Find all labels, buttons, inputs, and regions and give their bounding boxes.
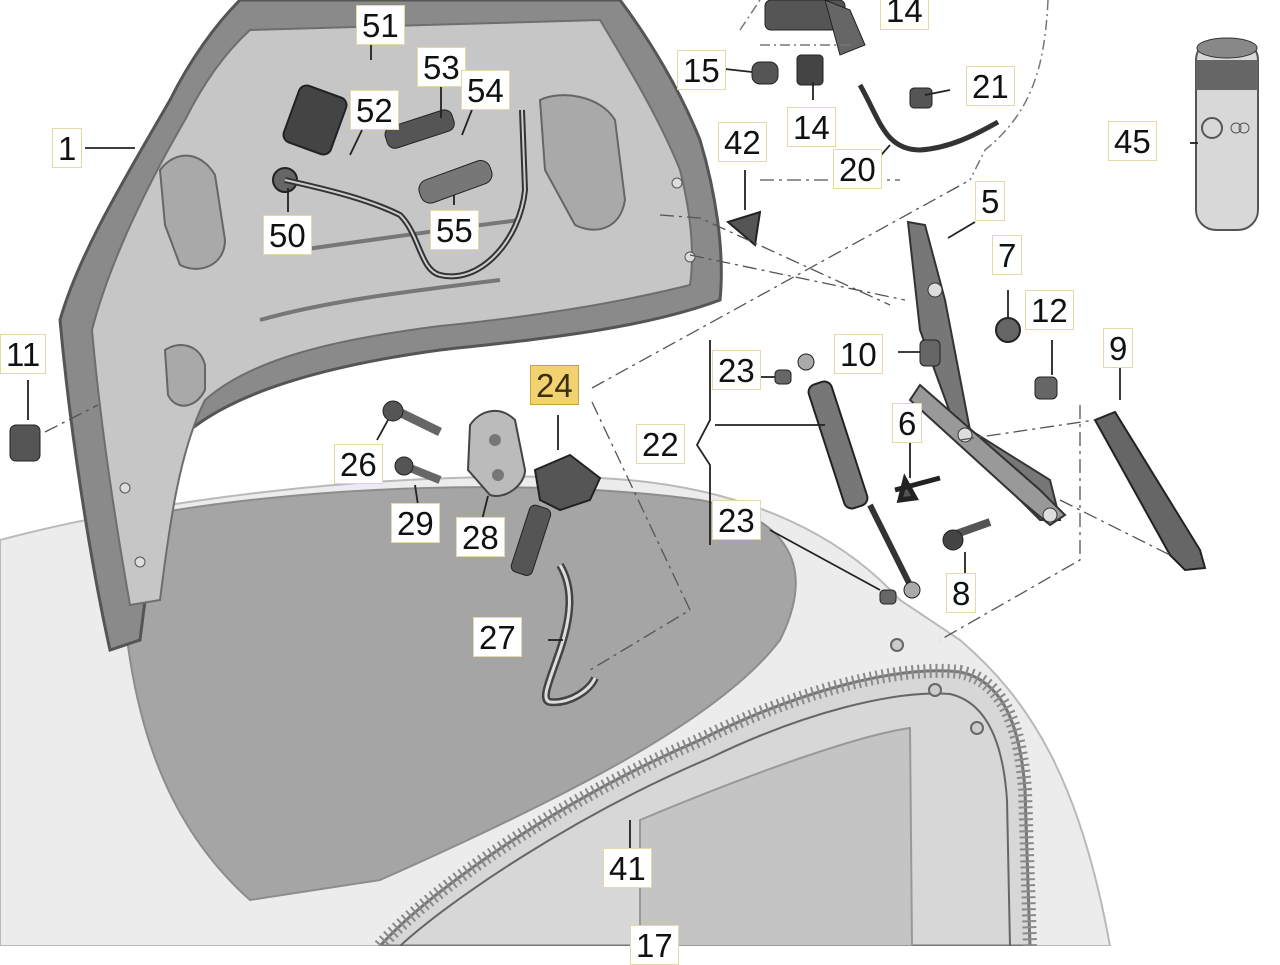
- callout-label-27[interactable]: 27: [473, 617, 522, 657]
- gas-strut-end: [903, 581, 921, 599]
- release-cable-core: [284, 109, 527, 278]
- latch-trim-strip: [384, 109, 455, 149]
- strut-clip-23: [879, 589, 897, 605]
- trunk-inner-wall: [639, 726, 914, 946]
- callout-label-22[interactable]: 22: [636, 424, 685, 464]
- trunk-seal: [374, 663, 1037, 946]
- bracket-hole: [492, 469, 504, 481]
- callout-label-14-top[interactable]: 14: [880, 0, 929, 30]
- callout-label-23-upper[interactable]: 23: [712, 350, 761, 390]
- hinge-bush-12: [1034, 376, 1058, 400]
- drain-hose-27-core: [544, 564, 597, 704]
- callout-label-41[interactable]: 41: [603, 848, 652, 888]
- body-bolt: [890, 638, 904, 652]
- callout-label-42[interactable]: 42: [718, 122, 767, 162]
- bolt-29-head: [394, 456, 414, 476]
- lid-bolt: [119, 482, 131, 494]
- callout-label-12[interactable]: 12: [1025, 290, 1074, 330]
- bolt-26-head: [382, 400, 404, 422]
- callout-label-1[interactable]: 1: [52, 128, 83, 168]
- trunk-lid-cutout: [538, 94, 627, 231]
- lock-bracket: [824, 0, 866, 56]
- callout-label-55[interactable]: 55: [430, 210, 479, 250]
- lock-clip-21: [909, 87, 933, 109]
- aerosol-can-band: [1196, 60, 1258, 90]
- callout-label-11[interactable]: 11: [0, 334, 47, 374]
- brand-logo-mark: [1201, 117, 1223, 139]
- callout-label-15[interactable]: 15: [677, 50, 726, 90]
- hinge-link: [908, 383, 1067, 527]
- gas-strut-cylinder: [807, 380, 869, 510]
- lock-bracket-28: [466, 410, 527, 497]
- callout-label-5[interactable]: 5: [975, 181, 1006, 221]
- aerosol-can-top: [1196, 37, 1258, 59]
- trunk-floor: [118, 486, 797, 902]
- hinge-arm: [906, 220, 1062, 521]
- callout-label-24[interactable]: 24: [530, 365, 579, 405]
- callout-label-52[interactable]: 52: [350, 90, 399, 130]
- trunk-lid-rib: [259, 218, 521, 322]
- trunk-lid-cutout: [158, 154, 227, 270]
- brand-rings-mark: [1238, 122, 1250, 134]
- trunk-lid-cutout: [163, 344, 206, 407]
- callout-label-10[interactable]: 10: [834, 334, 883, 374]
- gas-strut-rod: [867, 503, 913, 587]
- brand-rings-mark: [1230, 122, 1242, 134]
- hinge-nut-7: [995, 317, 1021, 343]
- lock-part-14: [796, 54, 824, 86]
- callout-label-6[interactable]: 6: [892, 403, 923, 443]
- callout-label-53[interactable]: 53: [417, 47, 466, 87]
- callout-label-45[interactable]: 45: [1108, 121, 1157, 161]
- callout-label-28[interactable]: 28: [456, 517, 505, 557]
- lock-cable-20: [857, 83, 1000, 153]
- callout-label-50[interactable]: 50: [263, 215, 312, 255]
- callout-label-51[interactable]: 51: [356, 5, 405, 45]
- hinge-pivot: [927, 282, 943, 298]
- callout-label-54[interactable]: 54: [461, 70, 510, 110]
- callout-label-29[interactable]: 29: [391, 503, 440, 543]
- callout-label-26[interactable]: 26: [334, 444, 383, 484]
- lock-actuator-arm: [510, 504, 552, 576]
- callout-label-14[interactable]: 14: [787, 107, 836, 147]
- hinge-pivot: [1042, 507, 1058, 523]
- hinge-bolt-10: [919, 339, 941, 367]
- callout-label-23-lower[interactable]: 23: [712, 500, 761, 540]
- lid-bolt: [134, 556, 146, 568]
- body-bolt: [970, 721, 984, 735]
- callout-label-7[interactable]: 7: [992, 235, 1023, 275]
- callout-label-20[interactable]: 20: [833, 149, 882, 189]
- trunk-seal-inner: [399, 692, 1011, 946]
- hinge-bolt-8-head: [942, 529, 964, 551]
- hinge-bolt-6: [894, 473, 941, 503]
- bracket-hole: [489, 434, 501, 446]
- hinge-cover-9: [1093, 410, 1207, 572]
- gas-strut-end: [797, 353, 815, 371]
- trunk-lock-actuator-24: [533, 453, 602, 512]
- release-handle: [418, 160, 493, 204]
- callout-label-8[interactable]: 8: [946, 573, 977, 613]
- callout-label-21[interactable]: 21: [966, 66, 1015, 106]
- latch-actuator: [282, 84, 348, 156]
- rubber-buffer-42: [725, 210, 762, 247]
- callout-label-9[interactable]: 9: [1103, 328, 1134, 368]
- lid-bolt: [671, 177, 683, 189]
- strut-clip-23: [774, 369, 792, 385]
- lock-part-15: [751, 61, 779, 85]
- body-bolt: [928, 683, 942, 697]
- lid-bolt: [684, 251, 696, 263]
- lock-group-outline: [739, 0, 1049, 181]
- callout-label-17[interactable]: 17: [630, 925, 679, 965]
- rubber-stop-11: [9, 424, 41, 462]
